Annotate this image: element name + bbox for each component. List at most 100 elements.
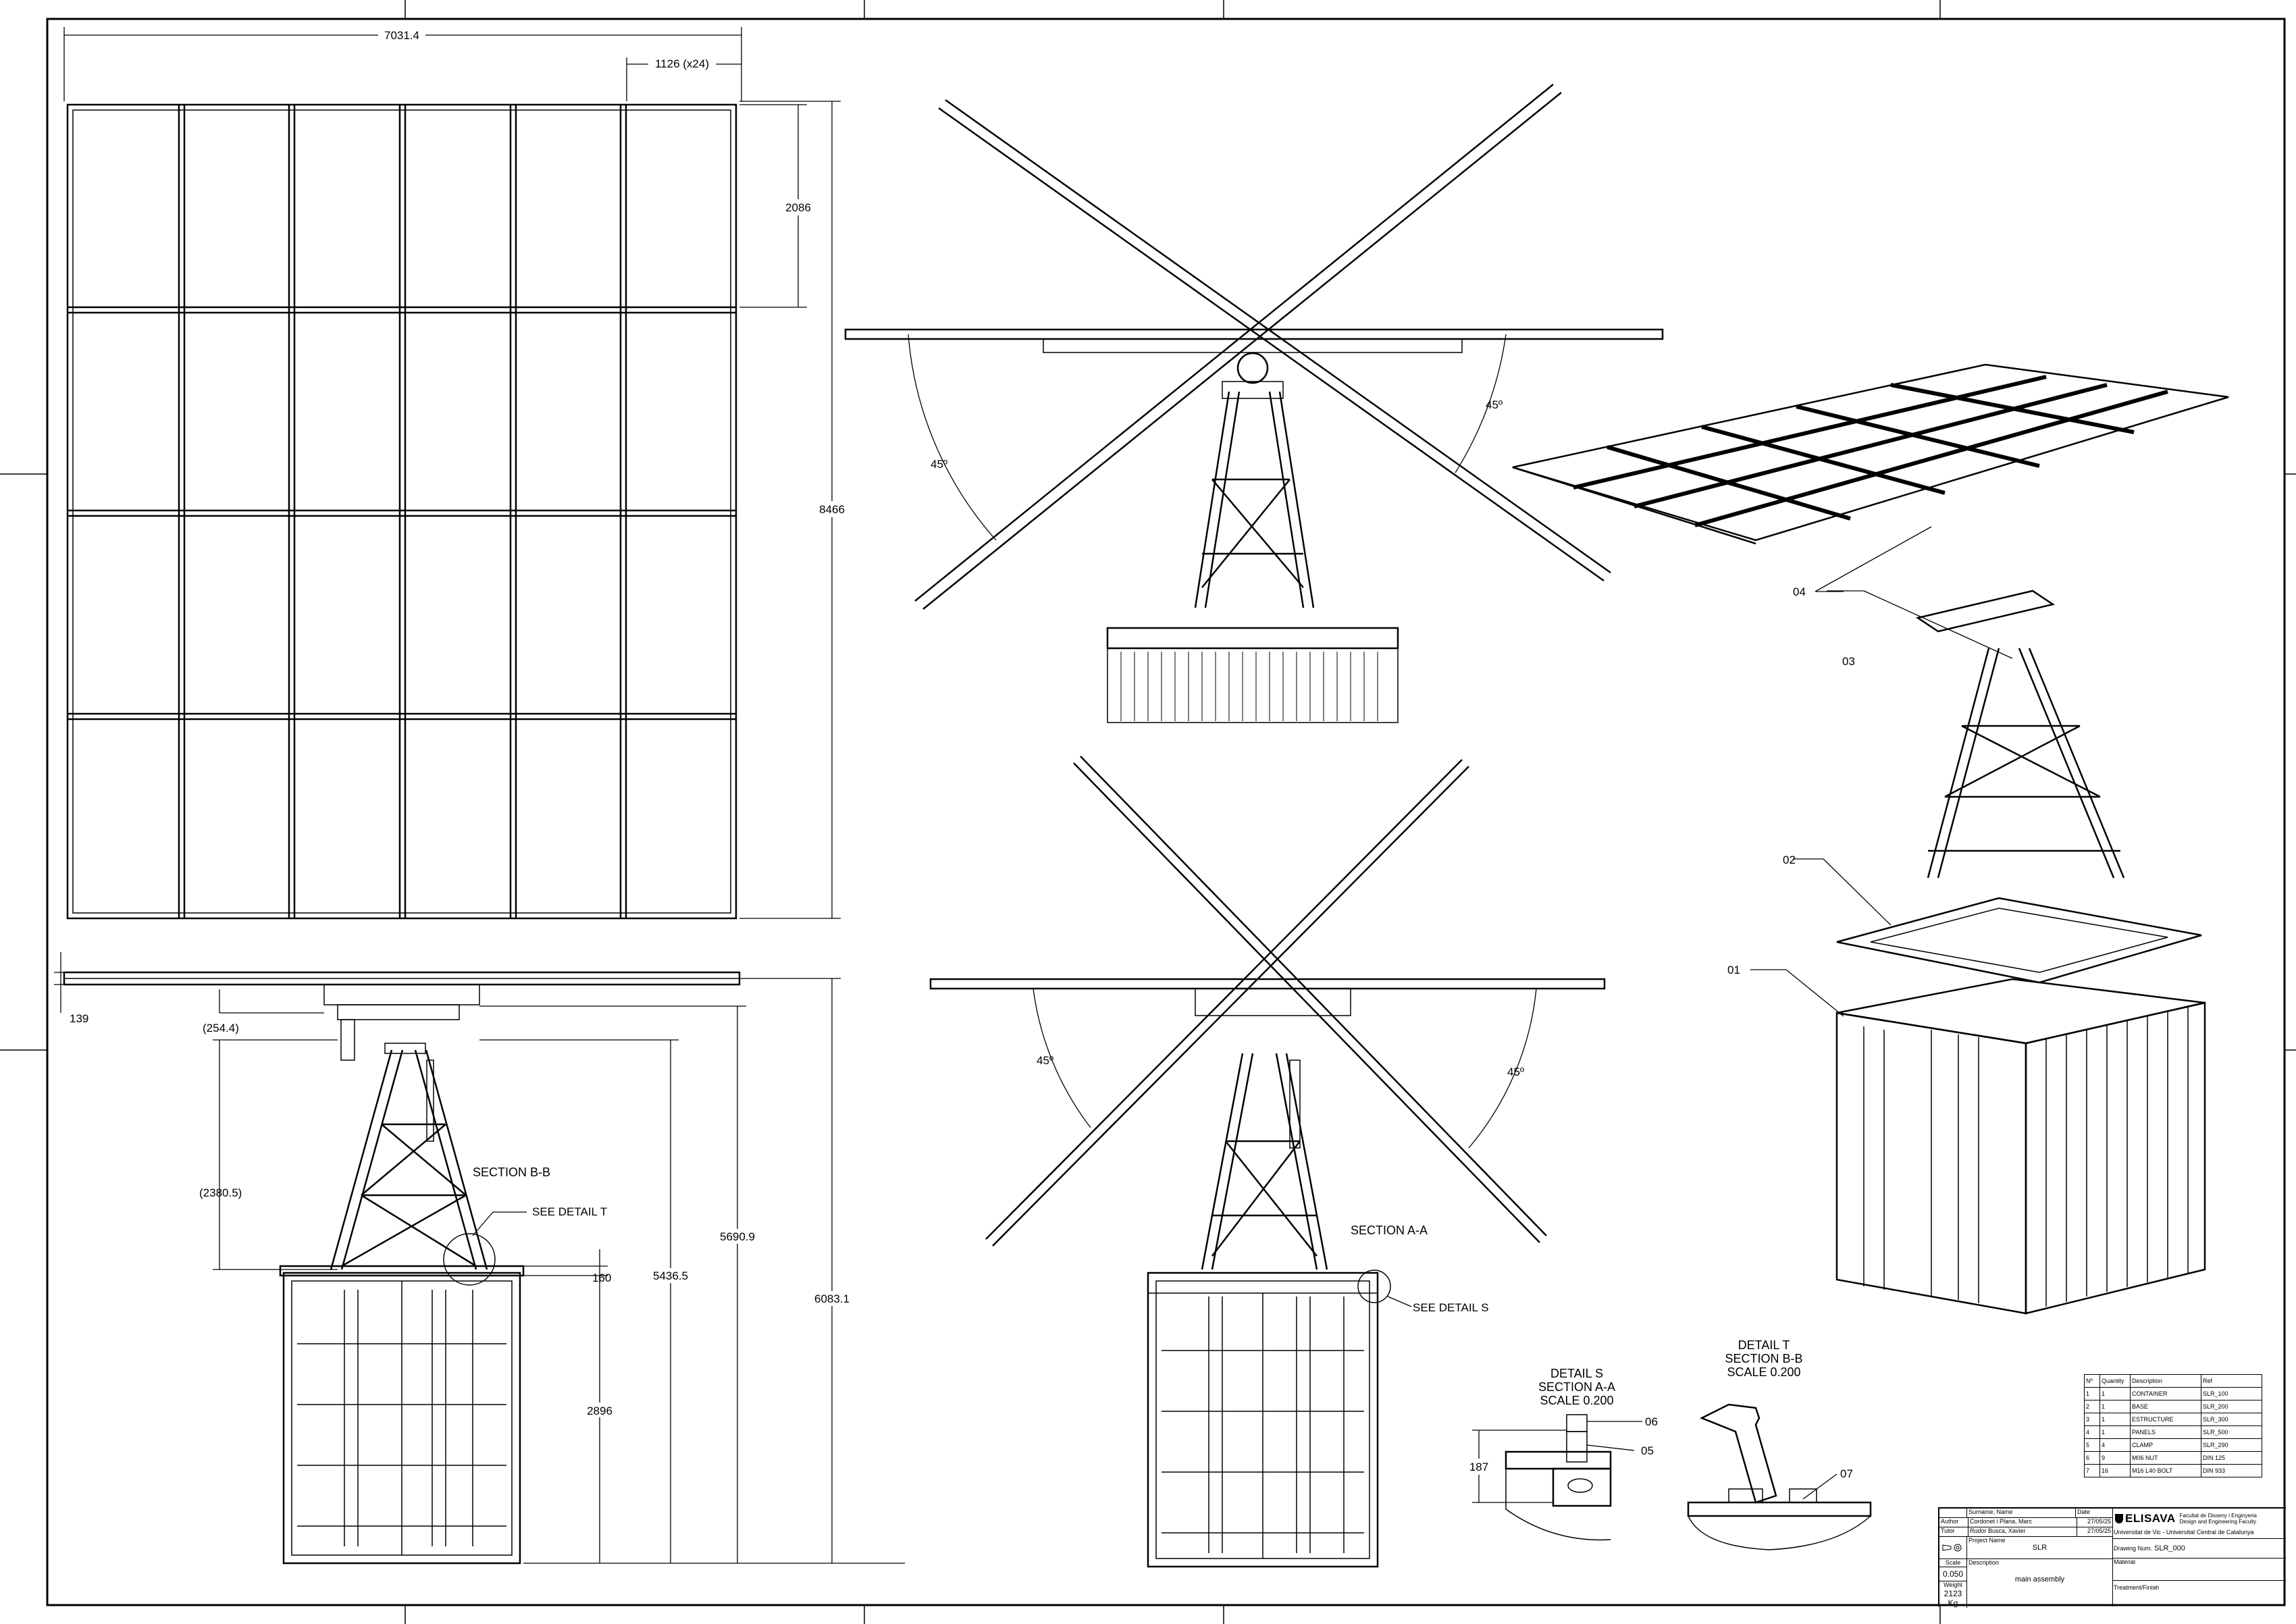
bom-header-quantity: Quantity [2099, 1374, 2131, 1388]
bom-header-num: Nº [2084, 1374, 2100, 1388]
bom-cell-quantity: 16 [2099, 1464, 2131, 1477]
bom-cell-ref: SLR_100 [2201, 1387, 2262, 1400]
detail-t-title: DETAIL T [1738, 1338, 1790, 1352]
bom-cell-quantity: 9 [2099, 1451, 2131, 1465]
detail-s-view [1472, 1414, 1642, 1541]
angle-label-2: 45º [1486, 398, 1503, 411]
bom-cell-quantity: 1 [2099, 1387, 2131, 1400]
callout-04: 04 [1793, 585, 1806, 598]
dim-overall-width: 7031.4 [384, 29, 419, 42]
bom-cell-quantity: 1 [2099, 1400, 2131, 1413]
elisava-logo-icon [2115, 1514, 2123, 1523]
detail-s-section: SECTION A-A [1538, 1380, 1615, 1394]
bom-cell-ref: SLR_200 [2201, 1400, 2262, 1413]
description-label: Description [1968, 1559, 2000, 1566]
bom-cell-ref: SLR_290 [2201, 1438, 2262, 1452]
tracker-tilt-view-upper [844, 84, 1664, 723]
drawing-border [46, 18, 2286, 1606]
bom-cell-num: 6 [2084, 1451, 2100, 1465]
author-name: Cordonet i Plana, Marc [1968, 1518, 2077, 1527]
dim-offset: (254.4) [203, 1022, 239, 1034]
callout-01: 01 [1727, 964, 1740, 976]
detail-s-scale: SCALE 0.200 [1540, 1394, 1613, 1407]
dim-container-height: 2896 [587, 1405, 612, 1417]
dim-panel-pitch: 1126 (x24) [655, 57, 709, 70]
scale-label: Scale [1939, 1559, 1966, 1567]
section-aa-label: SECTION A-A [1351, 1224, 1428, 1237]
detail-t-section: SECTION B-B [1725, 1352, 1802, 1365]
bom-cell-num: 2 [2084, 1400, 2100, 1413]
surname-label: Surname, Name [1967, 1509, 2076, 1517]
dim-tower-height: (2380.5) [199, 1186, 242, 1199]
section-bb-view [54, 952, 905, 1565]
exploded-isometric-view [1512, 363, 2229, 1315]
angle-label-1: 45º [931, 458, 947, 471]
bom-cell-description: CONTAINER [2130, 1387, 2201, 1400]
tutor-label: Tutor [1939, 1527, 1968, 1536]
dim-panel-thickness: 139 [70, 1012, 88, 1025]
tutor-name: Rudor Busca, Xavier [1968, 1527, 2077, 1536]
panel-grid-top-view [63, 27, 841, 920]
bom-cell-num: 7 [2084, 1464, 2100, 1477]
project-name: SLR [2032, 1544, 2047, 1552]
university-name: Universitat de Vic - Universitat Central… [2112, 1529, 2286, 1539]
project-label: Project Name [1968, 1537, 2006, 1544]
detail-t-view [1687, 1403, 1872, 1550]
dim-height-a: 5436.5 [653, 1269, 688, 1282]
bom-cell-ref: SLR_300 [2201, 1413, 2262, 1426]
detail-t-scale: SCALE 0.200 [1727, 1365, 1800, 1379]
drawing-num-label: Drawing Num. [2114, 1545, 2153, 1552]
bom-cell-ref: SLR_500 [2201, 1425, 2262, 1439]
dim-overall-height: 8466 [819, 503, 845, 516]
bom-cell-num: 5 [2084, 1438, 2100, 1452]
bom-cell-description: M16 L40 BOLT [2130, 1464, 2201, 1477]
material-label: Material [2112, 1558, 2286, 1581]
angle-label-4: 45º [1507, 1066, 1524, 1078]
callout-02: 02 [1783, 854, 1796, 866]
callout-05: 05 [1641, 1444, 1654, 1457]
bom-cell-description: CLAMP [2130, 1438, 2201, 1452]
title-block: Surname, Name Date Author Cordonet i Pla… [1938, 1507, 2286, 1608]
dim-panel-height: 2086 [785, 201, 811, 214]
date-label: Date [2077, 1509, 2091, 1515]
author-label: Author [1939, 1518, 1968, 1527]
bom-cell-quantity: 1 [2099, 1425, 2131, 1439]
bom-cell-quantity: 1 [2099, 1413, 2131, 1426]
callout-03: 03 [1842, 655, 1855, 668]
bom-cell-description: ESTRUCTURE [2130, 1413, 2201, 1426]
bom-header-ref: Ref [2201, 1374, 2262, 1388]
school-sub-2: Design and Engineering Faculty [2179, 1519, 2257, 1525]
bom-cell-num: 3 [2084, 1413, 2100, 1426]
bom-cell-ref: DIN 125 [2201, 1451, 2262, 1465]
angle-label-3: 45º [1037, 1054, 1053, 1067]
bom-cell-ref: DIN 933 [2201, 1464, 2262, 1477]
drawing-num: SLR_000 [2154, 1544, 2185, 1552]
bom-cell-num: 1 [2084, 1387, 2100, 1400]
dim-height-total: 6083.1 [814, 1292, 850, 1305]
bom-cell-num: 4 [2084, 1425, 2100, 1439]
bom-cell-description: M06 NUT [2130, 1451, 2201, 1465]
projection-symbol-icon [1939, 1537, 1967, 1558]
treatment-label: Treatment/Finish [2114, 1584, 2160, 1591]
weight-value: 2123 Kg [1943, 1589, 1962, 1608]
description-value: main assembly [2014, 1575, 2065, 1583]
section-bb-label: SECTION B-B [473, 1165, 550, 1179]
scale-value: 0.050 [1939, 1567, 1966, 1581]
see-detail-s-label: SEE DETAIL S [1413, 1301, 1488, 1314]
school-name: ELISAVA [2125, 1512, 2176, 1525]
dim-detail-s-height: 187 [1469, 1461, 1488, 1473]
bom-cell-description: BASE [2130, 1400, 2201, 1413]
treatment-value: - [2154, 1584, 2156, 1591]
